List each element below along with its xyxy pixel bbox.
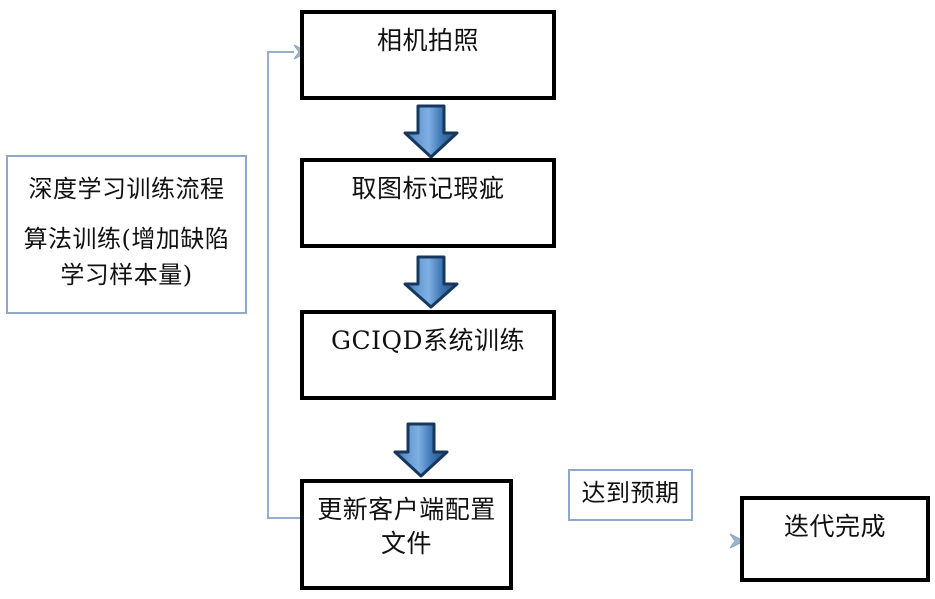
block-arrow-train-to-update bbox=[393, 422, 449, 478]
iteration-complete-box[interactable]: 迭代完成 bbox=[740, 496, 930, 582]
gciqd-training-box[interactable]: GCIQD系统训练 bbox=[300, 310, 556, 400]
camera-capture-label: 相机拍照 bbox=[376, 26, 479, 55]
mark-defects-label: 取图标记瑕疵 bbox=[351, 174, 505, 203]
feedback-loop-connector bbox=[267, 44, 310, 519]
mark-defects-box[interactable]: 取图标记瑕疵 bbox=[300, 158, 556, 248]
deep-learning-process-note[interactable]: 深度学习训练流程 算法训练(增加缺陷 学习样本量) bbox=[6, 155, 247, 314]
meets-expectation-label[interactable]: 达到预期 bbox=[568, 469, 693, 521]
meets-expectation-text: 达到预期 bbox=[581, 479, 680, 507]
gciqd-training-label: GCIQD系统训练 bbox=[330, 326, 525, 355]
deep-learning-process-line2: 算法训练(增加缺陷 学习样本量) bbox=[23, 225, 230, 289]
update-client-config-label: 更新客户端配置 文件 bbox=[317, 495, 496, 558]
camera-capture-box[interactable]: 相机拍照 bbox=[300, 10, 556, 100]
block-arrow-mark-to-train bbox=[403, 255, 459, 309]
block-arrow-camera-to-mark bbox=[403, 104, 459, 159]
iteration-complete-label: 迭代完成 bbox=[783, 512, 886, 541]
update-to-complete-connector bbox=[513, 533, 746, 549]
update-client-config-box[interactable]: 更新客户端配置 文件 bbox=[300, 479, 513, 590]
deep-learning-process-line1: 深度学习训练流程 bbox=[28, 175, 225, 203]
